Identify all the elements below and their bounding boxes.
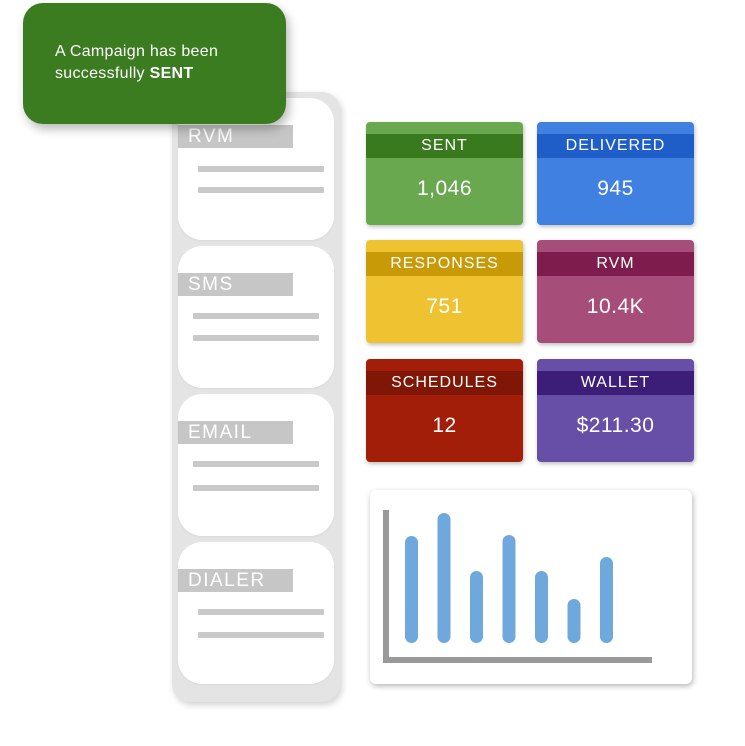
chart-bars <box>405 513 613 643</box>
stat-value-rvm: 10.4K <box>586 295 645 318</box>
success-toast: A Campaign has been successfully SENT <box>23 3 286 124</box>
channel-label-sms: SMS <box>178 273 293 296</box>
placeholder-line <box>198 632 324 638</box>
chart-card <box>370 490 692 684</box>
stat-label-wallet: WALLET <box>537 371 694 395</box>
stat-label-delivered: DELIVERED <box>537 134 694 158</box>
placeholder-line <box>193 335 319 341</box>
stat-tile-sent[interactable]: SENT 1,046 <box>366 122 523 225</box>
channel-card-email[interactable]: EMAIL <box>178 394 334 536</box>
chart-bar <box>470 571 483 643</box>
stat-label-responses: RESPONSES <box>366 252 523 276</box>
stat-value-wallet: $211.30 <box>576 414 655 437</box>
stat-tile-rvm[interactable]: RVM 10.4K <box>537 240 694 343</box>
stat-value-schedules: 12 <box>432 414 457 437</box>
placeholder-line <box>198 609 324 615</box>
stat-label-rvm: RVM <box>537 252 694 276</box>
channel-card-dialer[interactable]: DIALER <box>178 542 334 684</box>
chart-bar <box>567 599 581 643</box>
channel-label-email: EMAIL <box>178 421 293 444</box>
chart-bar <box>437 513 451 643</box>
chart-bar <box>535 571 548 643</box>
placeholder-line <box>198 166 324 172</box>
stat-tile-wallet[interactable]: WALLET $211.30 <box>537 359 694 462</box>
stat-value-responses: 751 <box>426 295 463 318</box>
stat-value-sent: 1,046 <box>416 177 473 200</box>
placeholder-line <box>193 313 319 319</box>
toast-message: A Campaign has been successfully <box>55 43 219 82</box>
channel-card-sms[interactable]: SMS <box>178 246 334 388</box>
placeholder-line <box>193 461 319 467</box>
chart-bar <box>600 557 613 643</box>
chart-bar <box>502 535 516 643</box>
channel-label-dialer: DIALER <box>178 569 293 592</box>
toast-status: SENT <box>149 65 194 82</box>
stat-tile-responses[interactable]: RESPONSES 751 <box>366 240 523 343</box>
channel-label-rvm: RVM <box>178 125 293 148</box>
bar-chart <box>383 510 652 663</box>
stat-tile-schedules[interactable]: SCHEDULES 12 <box>366 359 523 462</box>
placeholder-line <box>193 485 319 491</box>
stat-label-schedules: SCHEDULES <box>366 371 523 395</box>
stat-tile-delivered[interactable]: DELIVERED 945 <box>537 122 694 225</box>
stat-value-delivered: 945 <box>597 177 634 200</box>
chart-bar <box>405 536 418 643</box>
placeholder-line <box>198 187 324 193</box>
stat-label-sent: SENT <box>366 134 523 158</box>
